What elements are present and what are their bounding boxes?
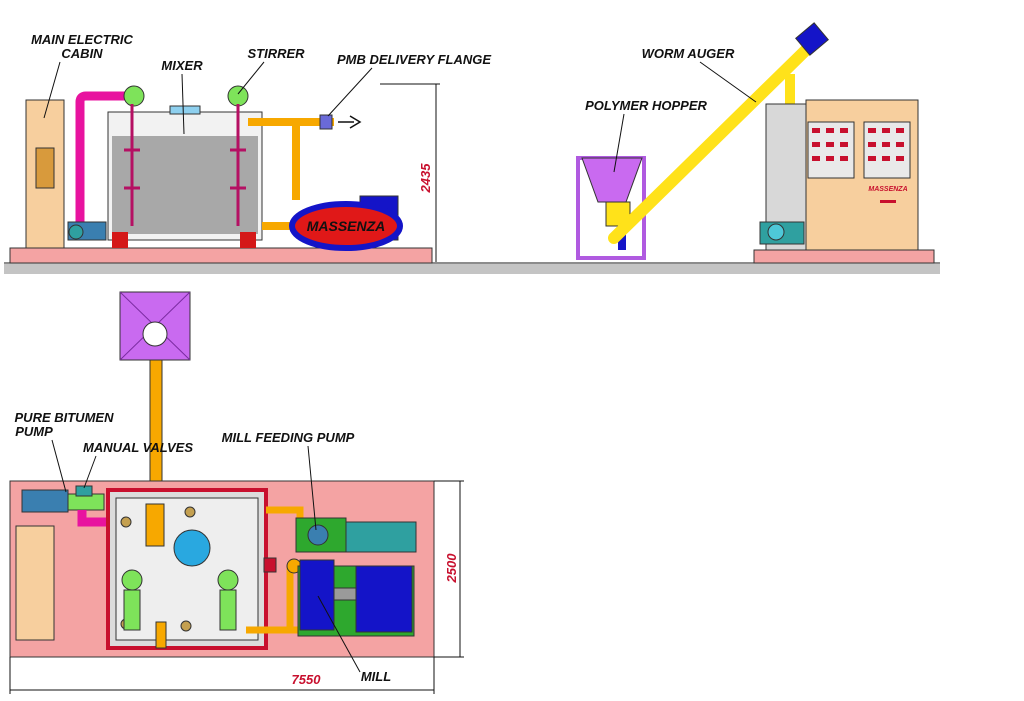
leader-bitumen-pump: [51, 439, 67, 493]
magenta-pipe: [75, 91, 128, 230]
leader-mill: [317, 595, 361, 673]
label-stirrer: STIRRER: [247, 46, 305, 61]
panel-pump-wheel: [767, 223, 785, 241]
polymer-hopper: [581, 157, 643, 203]
plan-auger-inlet: [145, 503, 165, 547]
label-manual-valves: MANUAL VALVES: [83, 440, 193, 455]
label-worm-auger: WORM AUGER: [642, 46, 735, 61]
delivery-arrow: [338, 115, 362, 129]
cabin-window: [35, 147, 55, 189]
auger-motor: [795, 22, 829, 56]
stirrer-motor-right: [227, 85, 249, 107]
bitumen-pump-wheel: [68, 224, 84, 240]
plan-bolt-2: [184, 506, 196, 518]
label-mill-feeding-pump: MILL FEEDING PUMP: [222, 430, 355, 445]
leader-stirrer: [237, 61, 265, 95]
plan-bottom-outlet: [155, 621, 167, 649]
mill-pump-body: [289, 201, 403, 251]
hopper-opening: [142, 321, 168, 347]
plan-bolt-1: [120, 516, 132, 528]
plan-bitumen-pump: [21, 489, 69, 513]
plan-stirrer-left: [121, 569, 143, 631]
plan-bolt-4: [180, 620, 192, 632]
label-polymer-hopper: POLYMER HOPPER: [585, 98, 707, 113]
panel-handle: [880, 200, 896, 203]
ground-line: [4, 262, 940, 274]
leader-mill-feeding-pump: [307, 445, 317, 531]
leader-cabin: [43, 61, 61, 119]
width-dimension: 2500: [444, 553, 459, 584]
label-mixer: MIXER: [161, 58, 203, 73]
right-skid-base: [753, 249, 935, 264]
leader-manual-valves: [83, 455, 97, 489]
length-dimension: 7550: [292, 672, 322, 687]
mixer-tank-fill: [112, 136, 258, 234]
plan-mill-motor: [355, 565, 413, 633]
elevation-view: MASSENZA 2435 MAIN ELECTRIC CABIN MIXER …: [4, 22, 940, 274]
label-pure-bitumen-pump-1: PURE BITUMEN: [15, 410, 115, 425]
left-skid-base: [9, 247, 433, 264]
plan-view: 2500 7550 PURE BITUMEN PUMP MANUAL VALVE…: [9, 291, 464, 694]
plan-stirrer-right: [217, 569, 239, 631]
plan-pmb-flange: [263, 557, 277, 573]
tank-leg-left: [112, 232, 128, 248]
label-mill: MILL: [361, 669, 391, 684]
panel-indicators: [812, 128, 904, 161]
leader-mixer: [181, 73, 185, 135]
flange-valve: [319, 114, 333, 130]
stirrer-motor-left: [123, 85, 145, 107]
leader-polymer-hopper: [613, 113, 625, 173]
plan-tank-manhole: [173, 529, 211, 567]
label-pmb-delivery-flange: PMB DELIVERY FLANGE: [337, 52, 491, 67]
panel-brand-badge: MASSENZA: [868, 186, 907, 193]
leader-worm-auger: [699, 61, 757, 103]
plan-manual-valve: [75, 485, 93, 497]
mill-brand-badge: MASSENZA: [307, 218, 386, 234]
tank-leg-right: [240, 232, 256, 248]
plan-feeding-pump-motor: [345, 521, 417, 553]
plan-mill-coupling: [333, 587, 357, 601]
label-main-electric-cabin-1: MAIN ELECTRIC: [31, 32, 133, 47]
plan-feeding-pump-head: [307, 524, 329, 546]
plan-mill-body: [299, 559, 335, 631]
tank-lid: [169, 105, 201, 115]
stirrer-blades: [124, 148, 246, 190]
label-main-electric-cabin-2: CABIN: [61, 46, 103, 61]
worm-auger: [608, 42, 814, 244]
leader-flange: [327, 67, 373, 117]
height-dimension: 2435: [418, 163, 433, 194]
label-pure-bitumen-pump-2: PUMP: [15, 424, 53, 439]
plan-cabin: [15, 525, 55, 641]
